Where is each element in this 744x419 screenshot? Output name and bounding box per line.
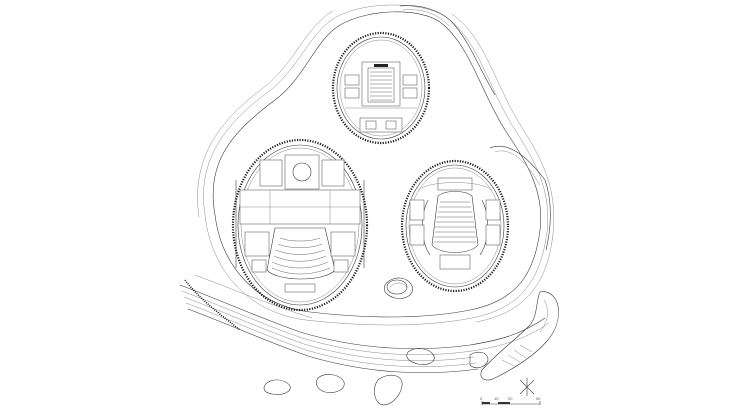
west-pavilion bbox=[386, 279, 408, 295]
scale-label-20: 20 bbox=[508, 396, 513, 401]
scale-label-10: 10 bbox=[494, 396, 499, 401]
north-arrow-icon bbox=[519, 378, 535, 396]
scale-bar: 0 10 20 50 bbox=[480, 396, 541, 405]
west-hall-seating bbox=[271, 237, 331, 275]
landscape-bands bbox=[179, 274, 550, 374]
east-hall bbox=[400, 159, 510, 293]
north-hall bbox=[331, 31, 431, 145]
east-terrace-band bbox=[399, 5, 551, 251]
pier bbox=[480, 291, 559, 381]
north-hall-seating bbox=[370, 71, 392, 101]
east-hall-seating bbox=[434, 201, 476, 243]
islands bbox=[263, 277, 489, 406]
west-hall bbox=[231, 138, 369, 312]
scale-label-50: 50 bbox=[536, 396, 541, 401]
scale-label-0: 0 bbox=[480, 396, 483, 401]
podium-outline bbox=[197, 4, 555, 326]
